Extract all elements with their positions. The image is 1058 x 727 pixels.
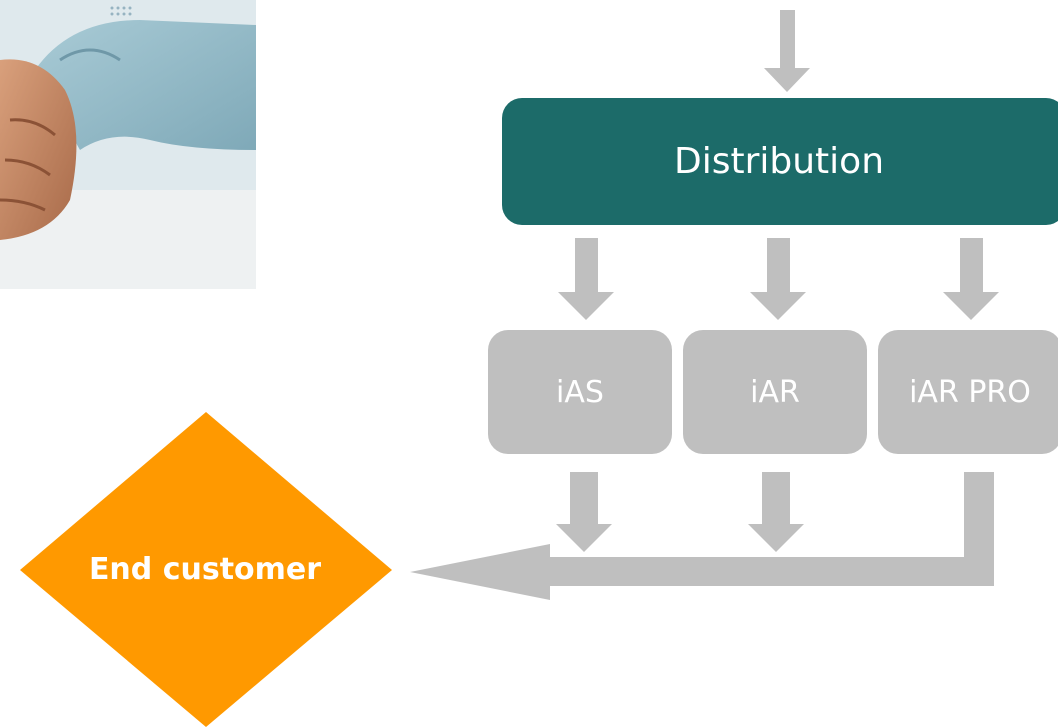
incoming-arrow xyxy=(764,10,810,92)
product-box-iar: iAR xyxy=(683,330,867,454)
product-box-ias: iAS xyxy=(488,330,672,454)
product-label-ias: iAS xyxy=(556,374,604,410)
arrow-to-ias xyxy=(558,238,614,320)
end-customer-label: End customer xyxy=(88,552,322,587)
arrow-to-iar-pro xyxy=(943,238,999,320)
handshake-photo xyxy=(0,0,256,289)
product-box-iar-pro: iAR PRO xyxy=(878,330,1058,454)
arrow-to-iar xyxy=(750,238,806,320)
arrow-to-end-customer xyxy=(410,544,994,600)
distribution-box: Distribution xyxy=(502,98,1058,225)
handshake-image xyxy=(0,0,256,289)
product-label-iar: iAR xyxy=(750,374,800,410)
arrow-from-iar xyxy=(748,472,804,552)
product-label-iar-pro: iAR PRO xyxy=(909,374,1031,410)
arrow-from-ias xyxy=(556,472,612,552)
distribution-label: Distribution xyxy=(673,141,885,182)
